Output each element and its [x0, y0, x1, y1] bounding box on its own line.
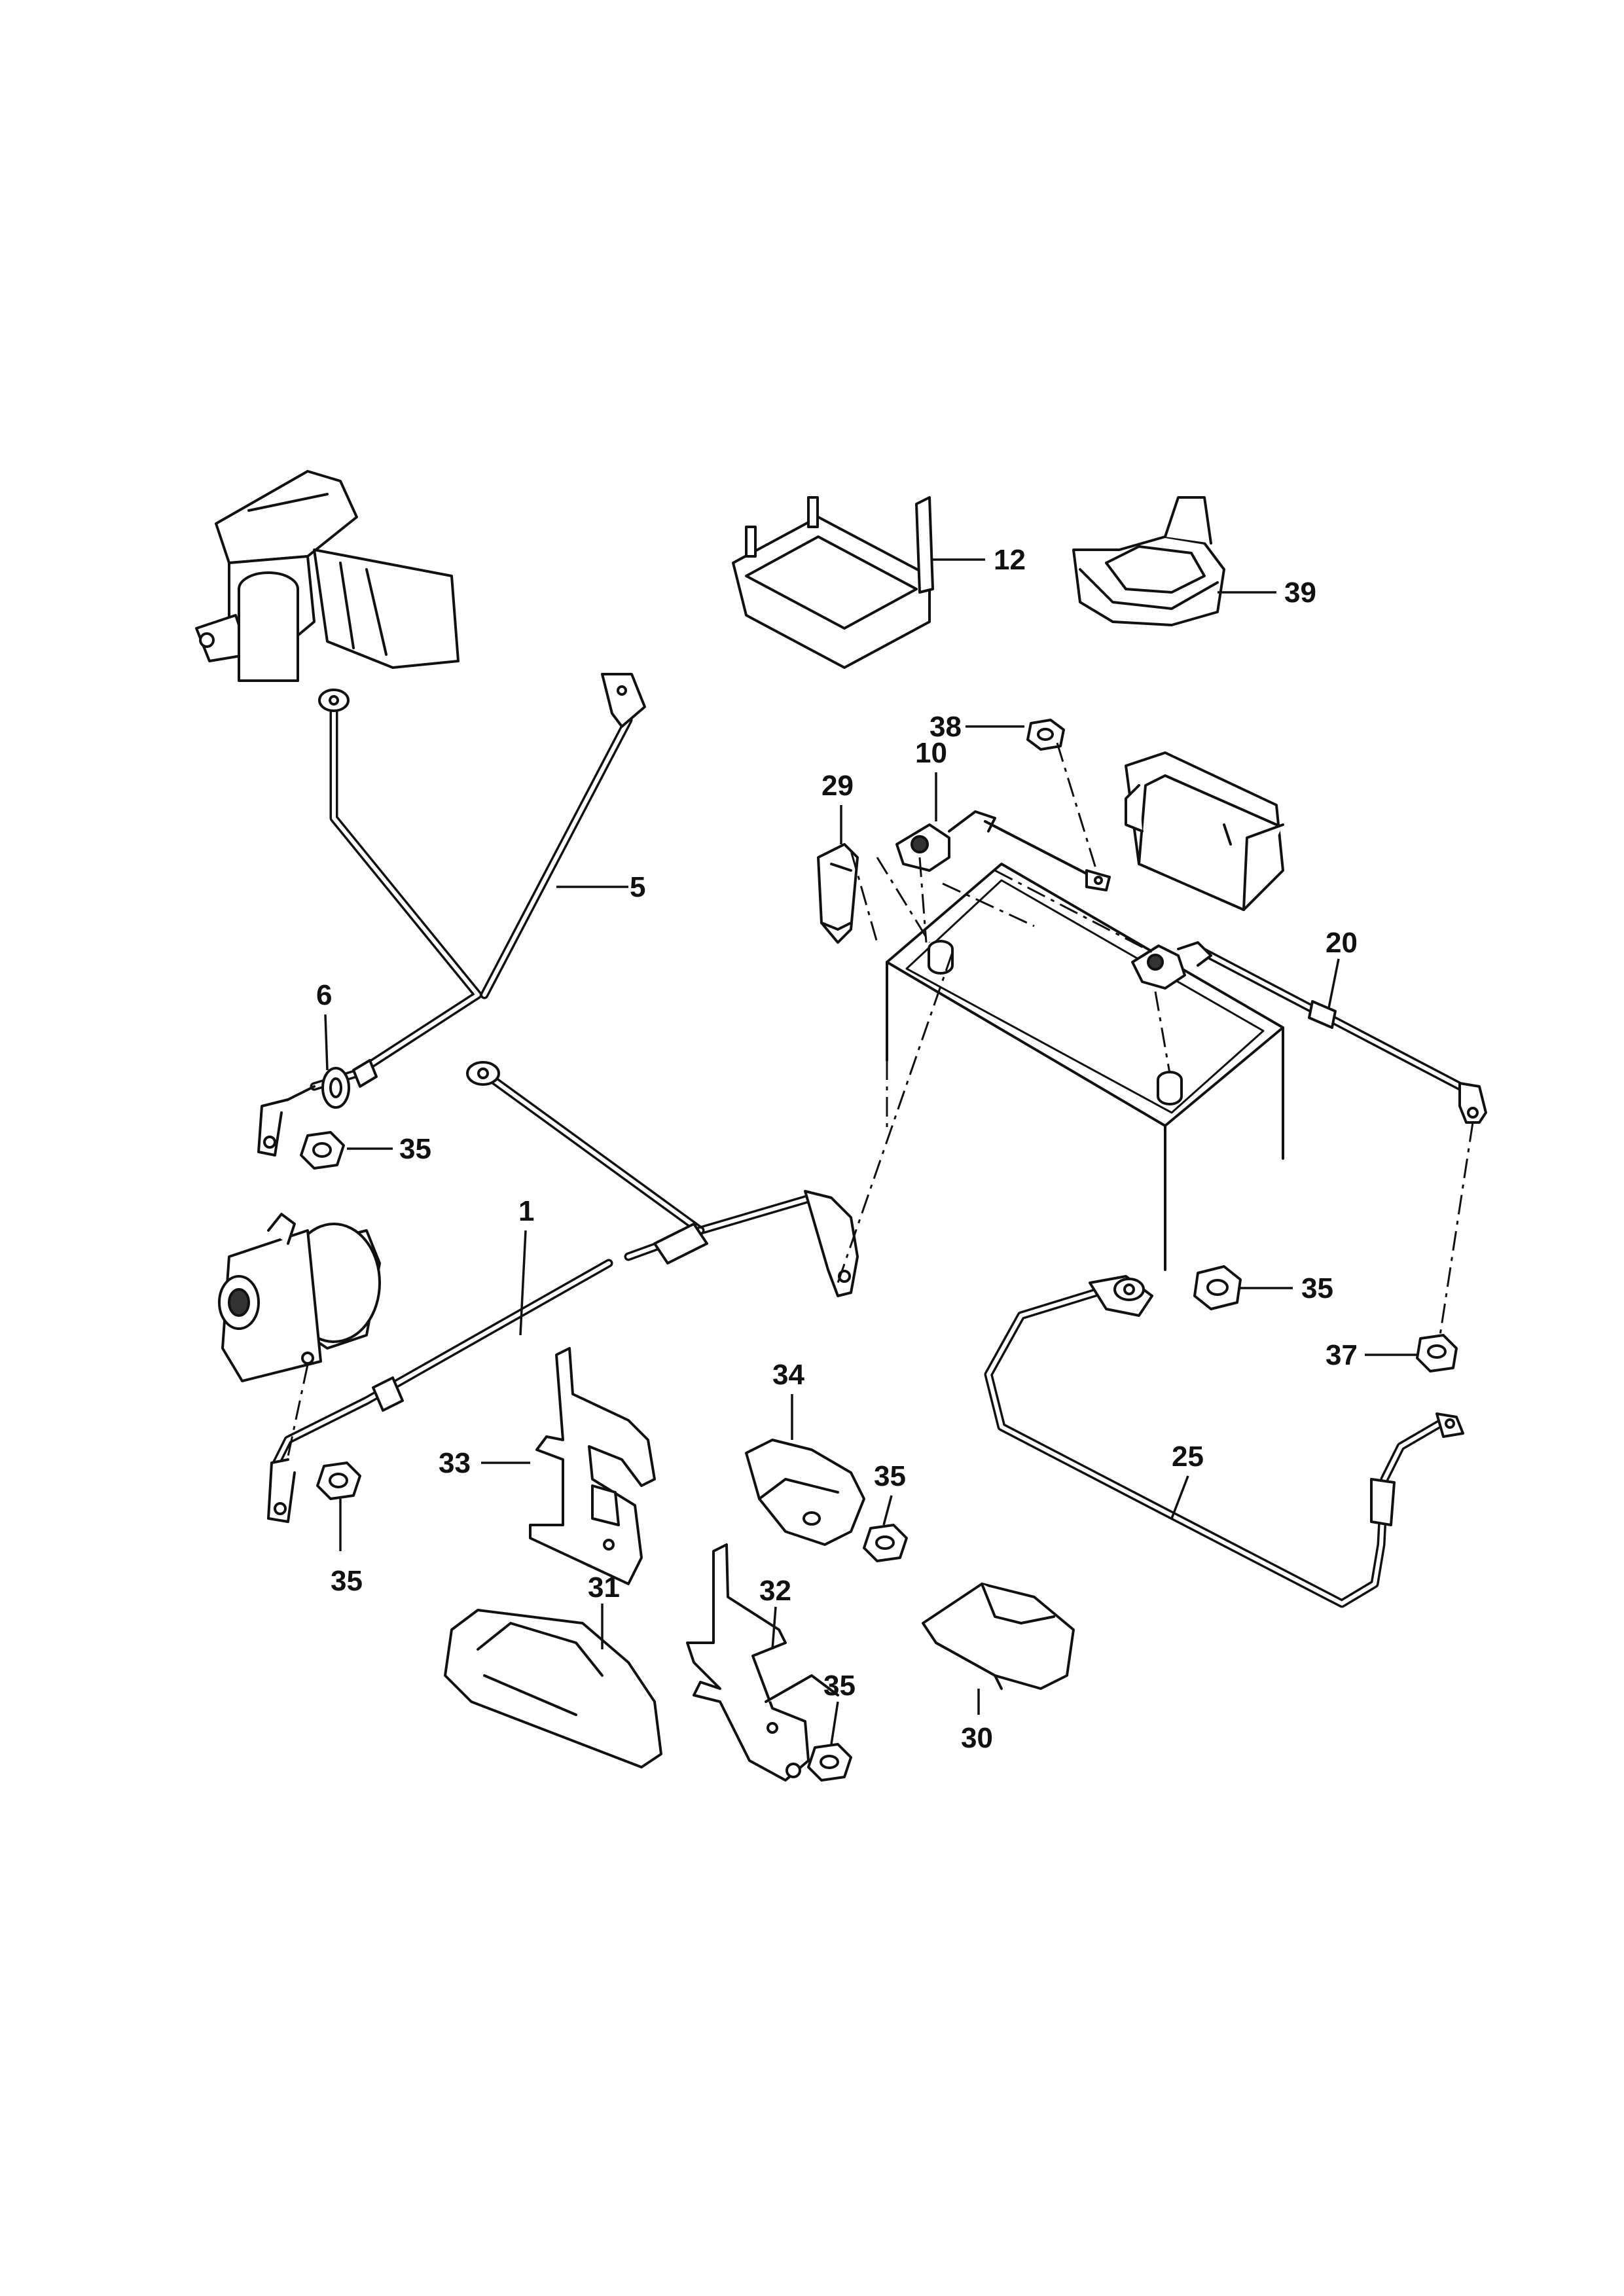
bracket-33 — [529, 1347, 656, 1585]
cover-31 — [444, 1609, 662, 1768]
callout-39: 39 — [1284, 577, 1316, 609]
bracket-29 — [817, 843, 859, 944]
nut-35-c — [1193, 1265, 1242, 1310]
cable-25 — [984, 1275, 1464, 1608]
nut-37 — [1416, 1334, 1458, 1372]
nut-35-e — [807, 1743, 852, 1782]
callout-35-a: 35 — [399, 1133, 431, 1165]
bracket-34 — [745, 1439, 865, 1546]
dash-lines — [287, 742, 1474, 1457]
callout-35-b: 35 — [331, 1565, 363, 1597]
nut-35-d — [863, 1524, 908, 1562]
callout-29: 29 — [821, 770, 854, 802]
bracket-12 — [732, 496, 934, 669]
callout-35-d: 35 — [874, 1460, 906, 1492]
callout-33: 33 — [439, 1447, 471, 1479]
nut-35-a — [300, 1131, 345, 1170]
cable-20 — [1131, 941, 1487, 1124]
callout-35-e: 35 — [823, 1670, 856, 1702]
callout-37: 37 — [1326, 1339, 1358, 1371]
starter-motor — [218, 1213, 381, 1382]
callout-32: 32 — [759, 1575, 791, 1607]
nut-35-b — [316, 1462, 361, 1500]
callout-5: 5 — [630, 871, 645, 903]
nut-38 — [1026, 719, 1065, 751]
cable-1 — [267, 1061, 859, 1523]
callout-25: 25 — [1172, 1441, 1204, 1473]
bracket-32 — [686, 1543, 839, 1782]
callout-6: 6 — [316, 979, 332, 1011]
callout-38: 38 — [929, 711, 962, 743]
callout-31: 31 — [588, 1571, 620, 1604]
cover-30 — [922, 1583, 1075, 1690]
battery — [886, 863, 1284, 1271]
ignition-switch — [195, 470, 460, 682]
callout-1: 1 — [518, 1195, 534, 1227]
callout-10: 10 — [915, 737, 947, 769]
cable-5 — [310, 673, 646, 1091]
terminal-cover-39 — [1072, 496, 1225, 626]
callout-30: 30 — [961, 1722, 993, 1754]
leader-lines — [324, 558, 1417, 1745]
callout-34: 34 — [772, 1359, 804, 1391]
fuse-box — [1125, 751, 1284, 911]
battery-terminal-10 — [895, 810, 1111, 891]
callout-12: 12 — [994, 544, 1026, 576]
grommet-6 — [257, 1059, 378, 1157]
callout-20: 20 — [1326, 927, 1358, 959]
callout-labels: 12 39 38 10 29 5 6 35 1 20 35 37 25 34 3… — [316, 544, 1358, 1754]
callout-35-c: 35 — [1301, 1272, 1333, 1304]
